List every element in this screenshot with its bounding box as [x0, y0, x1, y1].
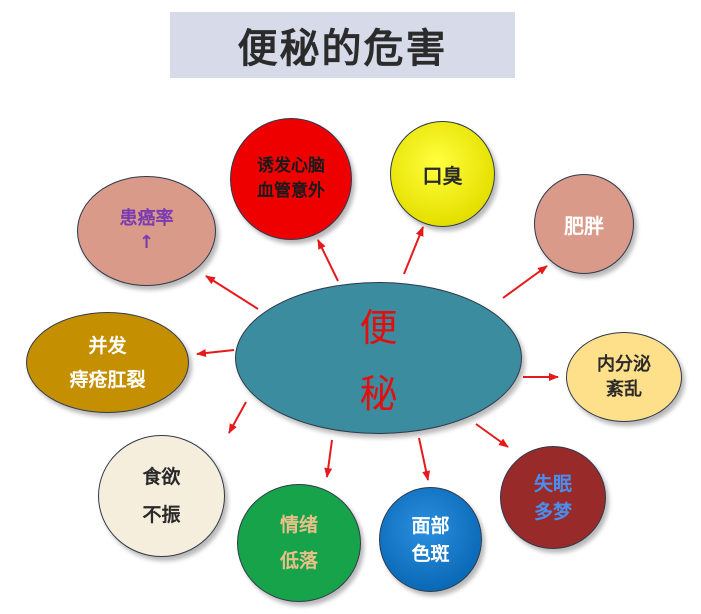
node-mood: 情绪 低落	[237, 484, 361, 602]
node-cancer-line2: ↑	[138, 232, 155, 253]
node-spots-line1: 面部	[411, 514, 450, 537]
arrow-to-obesity	[502, 265, 548, 299]
node-breath-line1: 口臭	[422, 163, 463, 188]
node-cardio-line1: 诱发心脑	[257, 156, 325, 176]
title-banner: 便秘的危害	[170, 12, 515, 78]
arrow-to-spots	[418, 437, 431, 481]
node-cancer-line1: 患癌率	[119, 208, 174, 229]
arrow-to-insomnia	[475, 423, 509, 448]
diagram-title: 便秘的危害	[237, 26, 448, 72]
node-obesity: 肥胖	[534, 174, 634, 274]
node-endocrine-line1: 内分泌	[597, 354, 651, 375]
arrow-to-mood	[324, 439, 333, 478]
node-cardio: 诱发心脑 血管意外	[230, 118, 352, 240]
node-insomnia-line2: 多梦	[533, 500, 572, 523]
node-spots: 面部 色斑	[379, 487, 482, 592]
node-obesity-line1: 肥胖	[564, 213, 604, 238]
node-cancer: 患癌率 ↑	[77, 176, 216, 286]
arrow-to-appetite	[228, 401, 247, 434]
node-cardio-line2: 血管意外	[257, 181, 325, 201]
node-endocrine: 内分泌 紊乱	[566, 332, 682, 422]
node-appetite-line2: 不振	[142, 504, 181, 526]
node-endocrine-line2: 紊乱	[606, 379, 642, 400]
node-mood-line2: 低落	[279, 550, 318, 572]
center-char-2: 秘	[359, 372, 398, 416]
center-node-constipation: 便 秘	[235, 282, 522, 434]
node-appetite-line1: 食欲	[142, 466, 181, 488]
center-char-1: 便	[359, 306, 398, 350]
arrow-to-cardio	[317, 239, 339, 282]
node-hemorrhoids-line2: 痔疮肛裂	[69, 368, 146, 391]
node-breath: 口臭	[390, 121, 495, 227]
arrow-to-cancer	[205, 275, 259, 310]
arrow-to-breath	[403, 226, 424, 275]
node-insomnia: 失眠 多梦	[500, 446, 606, 549]
node-mood-line1: 情绪	[279, 514, 318, 536]
node-insomnia-line1: 失眠	[533, 472, 572, 495]
node-spots-line2: 色斑	[411, 542, 450, 565]
arrow-to-hemorrhoids	[196, 349, 235, 358]
node-hemorrhoids: 并发 痔疮肛裂	[26, 312, 189, 413]
node-appetite: 食欲 不振	[98, 435, 225, 557]
node-hemorrhoids-line1: 并发	[88, 334, 127, 357]
